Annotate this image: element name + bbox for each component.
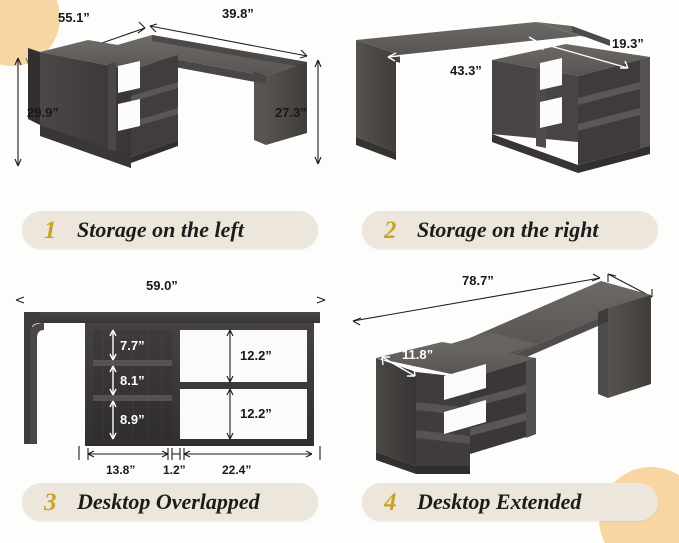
- dimension-label-59-0: 59.0”: [146, 278, 178, 293]
- caption-bar-4: 4 Desktop Extended: [362, 483, 658, 521]
- storage-unit-extended: [376, 342, 536, 474]
- panel-storage-right: 43.3” 19.3” 2 Storage on the right: [340, 0, 679, 271]
- panel-storage-left: 55.1” 39.8”: [0, 0, 339, 271]
- dimension-label-27-3: 27.3”: [275, 105, 307, 120]
- dimension-label-8-9: 8.9”: [120, 412, 145, 427]
- dimension-label-55-1: 55.1”: [58, 10, 90, 25]
- desktop-bar: [24, 312, 320, 444]
- dimension-11-8: 11.8”: [381, 347, 433, 377]
- dimension-label-39-8: 39.8”: [222, 6, 254, 21]
- dimension-label-7-7: 7.7”: [120, 338, 145, 353]
- dimension-22-4: 22.4”: [183, 448, 313, 477]
- dimension-78-7: 78.7”: [352, 273, 601, 326]
- dimension-8-1: 8.1”: [109, 365, 145, 396]
- dimension-label-12-2-upper: 12.2”: [240, 348, 272, 363]
- dimension-27-3: 27.3”: [275, 59, 322, 165]
- dimension-8-9: 8.9”: [109, 400, 145, 440]
- caption-bar-3: 3 Desktop Overlapped: [22, 483, 318, 521]
- caption-text-1: Storage on the left: [77, 217, 244, 242]
- caption-bar-2: 2 Storage on the right: [362, 211, 658, 249]
- dimension-12-2-upper: 12.2”: [226, 329, 272, 383]
- caption-number-4: 4: [384, 488, 397, 516]
- caption-text-4: Desktop Extended: [417, 489, 582, 514]
- dimension-7-7: 7.7”: [109, 329, 145, 361]
- dimension-39-8: 39.8”: [149, 6, 308, 59]
- desk-top-right: [110, 35, 307, 76]
- caption-bar-1: 1 Storage on the left: [22, 211, 318, 249]
- dimension-13-8: 13.8”: [87, 448, 169, 477]
- caption-number-2: 2: [384, 216, 397, 244]
- caption-text-3: Desktop Overlapped: [77, 489, 260, 514]
- dimension-label-11-8: 11.8”: [402, 347, 433, 362]
- dimension-label-43-3: 43.3”: [450, 63, 482, 78]
- desk-leg-right: [254, 62, 307, 145]
- dimension-label-1-2: 1.2”: [163, 463, 186, 477]
- dimension-1-2: 1.2”: [163, 448, 186, 477]
- figure-storage-left: 55.1” 39.8”: [0, 0, 339, 213]
- dimension-29-9: 29.9”: [14, 57, 59, 167]
- dimension-label-12-2-lower: 12.2”: [240, 406, 272, 421]
- dimension-19-3: 19.3”: [539, 36, 644, 69]
- storage-unit-left: [28, 40, 178, 168]
- dimension-label-22-4: 22.4”: [222, 463, 251, 477]
- figure-storage-right: 43.3” 19.3”: [340, 0, 679, 213]
- storage-unit-right: [492, 44, 650, 173]
- figure-desktop-extended: 78.7” 19.7”: [340, 272, 679, 485]
- desk-leg-right-ext: [598, 295, 651, 398]
- dimension-43-3: 43.3”: [387, 36, 537, 78]
- dimension-12-2-lower: 12.2”: [226, 388, 272, 440]
- caption-number-3: 3: [44, 488, 57, 516]
- panel-desktop-extended: 78.7” 19.7”: [340, 272, 679, 543]
- dimension-59-0: 59.0”: [15, 278, 326, 304]
- dimension-label-29-9: 29.9”: [27, 105, 59, 120]
- dimension-label-19-3: 19.3”: [612, 36, 644, 51]
- dimension-bottom-group: 13.8” 1.2” 22.4”: [78, 446, 321, 477]
- dimension-label-78-7: 78.7”: [462, 273, 494, 288]
- caption-number-1: 1: [44, 216, 57, 244]
- storage-frame: [85, 323, 314, 446]
- caption-text-2: Storage on the right: [417, 217, 599, 242]
- figure-desktop-overlapped: 59.0”: [0, 272, 339, 485]
- desk-leg-left: [356, 40, 396, 160]
- dimension-label-8-1: 8.1”: [120, 373, 145, 388]
- desk-top-overlap: [536, 22, 610, 46]
- storage-base-left: [40, 125, 131, 168]
- panel-desktop-overlapped: 59.0”: [0, 272, 339, 543]
- dimension-label-13-8: 13.8”: [106, 463, 135, 477]
